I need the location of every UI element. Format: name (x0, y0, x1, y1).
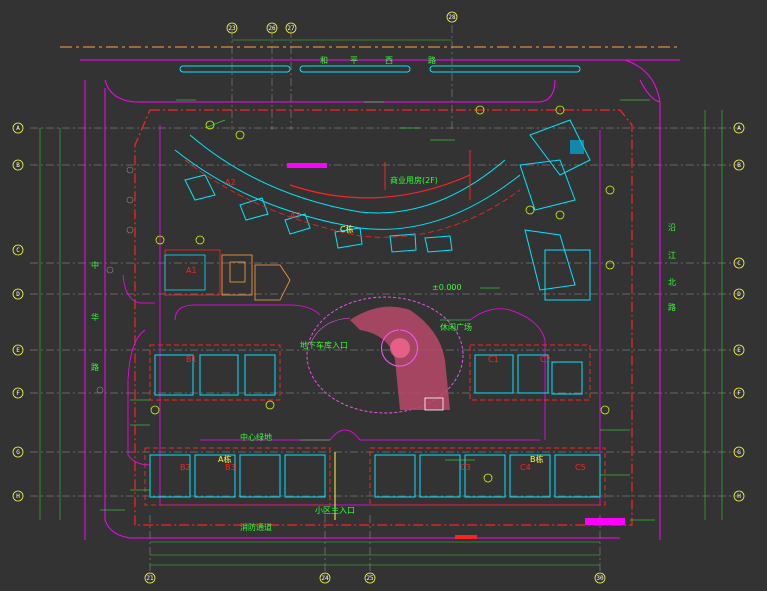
left-trees (96, 166, 134, 394)
road-top-label-char: 和 (320, 56, 328, 65)
road-left-label-char: 路 (91, 362, 99, 372)
axis-label-right: E (737, 347, 741, 354)
road-top-label-char: 西 (385, 56, 393, 65)
road-right-label-char: 北 (668, 278, 676, 287)
accent-bar-top (287, 163, 327, 168)
axis-label-bottom: 24 (321, 575, 329, 582)
annotation-note: 消防通道 (240, 522, 272, 532)
axis-label-bottom: 25 (366, 575, 374, 582)
tree-markers (150, 105, 615, 483)
building-label: C2 (540, 355, 551, 364)
axis-label-right: A (737, 125, 741, 132)
row-b-middle (149, 344, 281, 401)
axis-label-right: B (737, 162, 741, 169)
annotation-note: 商业用房(2F) (390, 175, 438, 185)
building-label: A3 (290, 211, 301, 220)
building-label: C4 (520, 463, 531, 472)
axis-label-left: H (16, 493, 20, 500)
axis-label-top: 28 (448, 14, 456, 21)
axis-label-bottom: 21 (146, 575, 154, 582)
building-label: A栋 (218, 454, 231, 464)
axis-bubbles-bottom (144, 572, 606, 584)
axis-label-right: H (737, 493, 741, 500)
axis-label-top: 23 (228, 25, 236, 32)
axis-bubbles-right (733, 122, 745, 502)
tower-right (519, 119, 591, 301)
axis-label-left: E (16, 347, 20, 354)
road-curbs (80, 59, 680, 540)
annotation-note: ±0.000 (432, 283, 462, 292)
axis-label-left: D (16, 291, 20, 298)
building-label: B2 (180, 463, 191, 472)
commercial-strip (174, 134, 521, 253)
axis-bubbles-top (226, 11, 458, 34)
road-right-label-char: 沿 (668, 223, 676, 232)
row-c-bottom (369, 447, 606, 506)
clubhouse (221, 254, 291, 301)
building-label: A1 (186, 266, 197, 275)
road-median-top (179, 65, 581, 73)
building-label: A2 (225, 178, 236, 187)
axis-label-bottom: 30 (596, 575, 604, 582)
axis-label-left: C (16, 247, 20, 254)
axis-label-right: C (737, 260, 741, 267)
site-red-line (134, 109, 633, 526)
row-c-middle (469, 344, 591, 401)
dimension-lines (39, 39, 723, 566)
building-label: C栋 (340, 224, 354, 234)
axis-bubbles-left (12, 122, 24, 502)
annotation-note: 休闲广场 (440, 322, 472, 332)
road-right-label-char: 江 (668, 251, 676, 260)
axis-label-left: G (16, 449, 20, 456)
annotation-note: 中心绿地 (240, 432, 272, 442)
axis-label-left: F (16, 390, 20, 397)
axis-label-right: G (737, 449, 741, 456)
axis-label-right: D (737, 291, 741, 298)
axis-label-left: A (16, 125, 20, 132)
building-label: C5 (575, 463, 586, 472)
building-label: B3 (225, 463, 236, 472)
axis-label-right: F (737, 390, 741, 397)
road-right-label-char: 路 (668, 302, 676, 312)
road-left-label-char: 中 (91, 260, 99, 270)
building-label: B1 (186, 355, 197, 364)
axis-label-top: 27 (287, 25, 295, 32)
building-label: C1 (488, 355, 499, 364)
axis-grid (30, 25, 740, 576)
block-a1 (164, 249, 221, 296)
road-top-label-char: 路 (428, 55, 436, 65)
annotation-note: 地下车库入口 (300, 340, 348, 350)
central-plaza (306, 296, 464, 414)
axis-label-top: 26 (268, 25, 276, 32)
axis-bubble-labels: 23 26 27 28 21 24 25 30 A B C D E F G H A B C D E F G H (16, 14, 741, 582)
building-label: C3 (460, 463, 471, 472)
accent-bar-bottom (585, 518, 625, 525)
road-top-label-char: 平 (350, 56, 358, 65)
commercial-strip-red (184, 159, 521, 238)
parking-curve (289, 174, 471, 199)
annotation-note: 小区主入口 (315, 505, 355, 515)
road-left-label-char: 华 (91, 312, 99, 322)
row-b-bottom (144, 447, 331, 506)
annotation-leaders (100, 99, 655, 521)
building-label: B栋 (530, 454, 544, 464)
axis-label-left: B (16, 162, 20, 169)
